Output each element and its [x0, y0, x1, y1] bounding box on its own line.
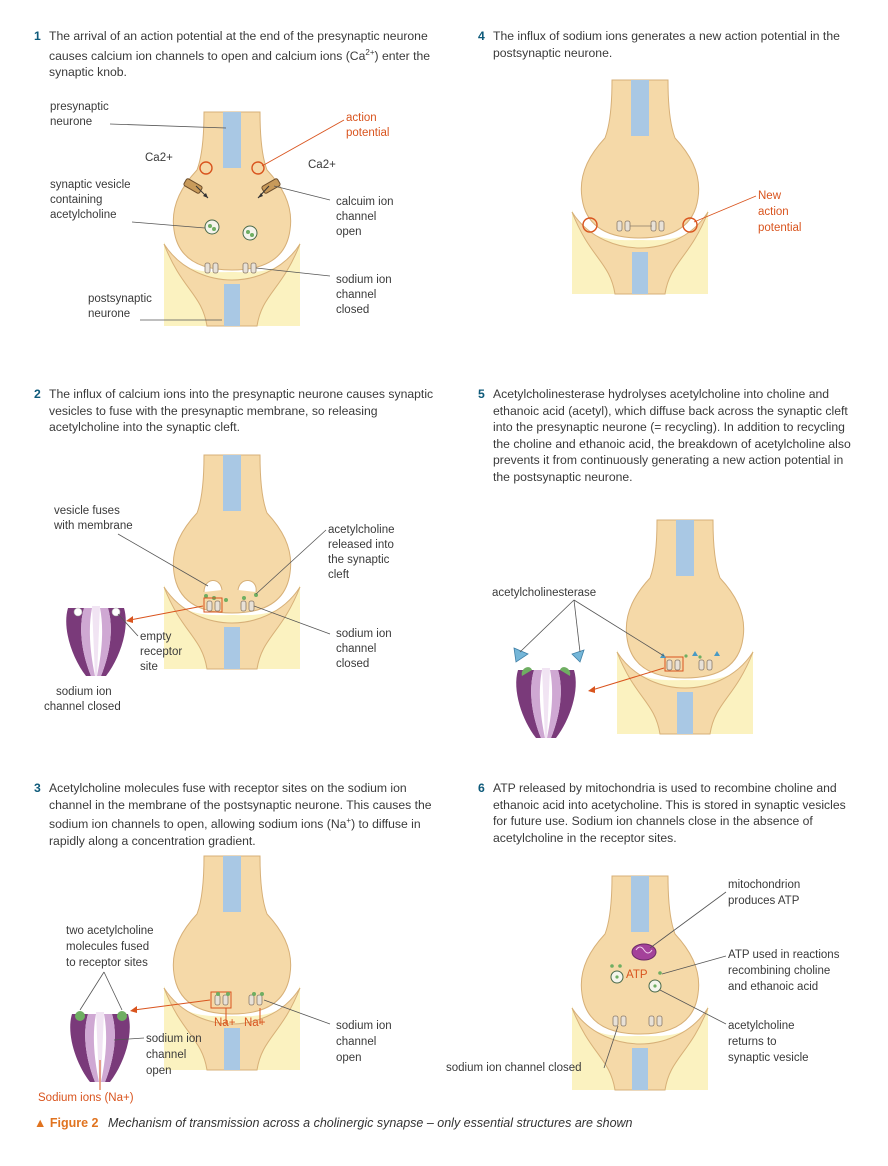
svg-text:sodium ion channel closed: sodium ion channel closed: [446, 1062, 582, 1074]
svg-text:receptor: receptor: [140, 646, 182, 658]
step-2: 2 The influx of calcium ions into the pr…: [34, 386, 434, 436]
svg-text:vesicle fuses: vesicle fuses: [54, 505, 120, 517]
svg-text:New: New: [758, 190, 782, 202]
svg-text:empty: empty: [140, 631, 172, 643]
svg-text:neurone: neurone: [50, 116, 92, 128]
svg-text:Ca2+: Ca2+: [308, 159, 336, 171]
svg-text:synaptic vesicle: synaptic vesicle: [728, 1052, 809, 1064]
figure-number: Figure 2: [49, 1116, 99, 1130]
svg-text:sodium ion: sodium ion: [146, 1033, 202, 1045]
svg-text:cleft: cleft: [328, 569, 350, 581]
svg-text:site: site: [140, 661, 158, 673]
step-number: 1: [34, 29, 41, 43]
svg-text:open: open: [146, 1065, 172, 1077]
svg-text:channel: channel: [336, 1036, 376, 1048]
svg-text:presynaptic: presynaptic: [50, 101, 109, 113]
svg-text:two acetylcholine: two acetylcholine: [66, 925, 154, 937]
svg-text:closed: closed: [336, 658, 369, 670]
panel-2-labels: vesicle fuses with membrane acetylcholin…: [44, 505, 394, 713]
svg-text:acetylcholinesterase: acetylcholinesterase: [492, 587, 596, 599]
svg-text:postsynaptic: postsynaptic: [88, 293, 152, 305]
panel-3-labels: two acetylcholine molecules fused to rec…: [38, 925, 392, 1104]
triangle-icon: ▲: [34, 1116, 47, 1130]
svg-text:with membrane: with membrane: [53, 520, 133, 532]
panel-1-labels: presynaptic neurone action potential Ca2…: [50, 101, 394, 321]
svg-text:mitochondrion: mitochondrion: [728, 879, 800, 891]
svg-text:channel: channel: [336, 643, 376, 655]
step-text: Acetylcholine molecules fuse with recept…: [49, 781, 432, 848]
step-4: 4 The influx of sodium ions generates a …: [478, 28, 858, 61]
step-number: 3: [34, 781, 41, 795]
svg-text:released into: released into: [328, 539, 394, 551]
step-1: 1 The arrival of an action potential at …: [34, 28, 434, 81]
svg-text:calcuim ion: calcuim ion: [336, 196, 394, 208]
svg-text:Na+: Na+: [214, 1017, 236, 1029]
svg-text:Ca2+: Ca2+: [145, 152, 173, 164]
svg-text:ATP: ATP: [626, 969, 648, 981]
step-number: 5: [478, 387, 485, 401]
panel-4-labels: New action potential: [693, 190, 801, 234]
svg-text:potential: potential: [346, 127, 389, 139]
svg-text:channel: channel: [336, 289, 376, 301]
step-6: 6 ATP released by mitochondria is used t…: [478, 780, 858, 846]
svg-text:action: action: [346, 112, 377, 124]
panel-6-labels: mitochondrion produces ATP ATP ATP used …: [446, 879, 840, 1074]
caption-text: Mechanism of transmission across a choli…: [107, 1116, 633, 1130]
svg-text:ATP used in reactions: ATP used in reactions: [728, 949, 840, 961]
svg-text:acetylcholine: acetylcholine: [728, 1020, 794, 1032]
svg-text:Sodium ions (Na+): Sodium ions (Na+): [38, 1092, 134, 1104]
step-text: The arrival of an action potential at th…: [49, 29, 431, 80]
svg-text:recombining choline: recombining choline: [728, 965, 830, 977]
svg-text:sodium ion: sodium ion: [336, 628, 392, 640]
svg-text:acetylcholine: acetylcholine: [328, 524, 394, 536]
svg-text:produces ATP: produces ATP: [728, 895, 800, 907]
svg-text:molecules fused: molecules fused: [66, 941, 149, 953]
step-number: 4: [478, 29, 485, 43]
svg-text:sodium ion: sodium ion: [56, 686, 112, 698]
svg-text:closed: closed: [336, 304, 369, 316]
svg-text:sodium ion: sodium ion: [336, 1020, 392, 1032]
figure-caption: ▲ Figure 2 Mechanism of transmission acr…: [34, 1116, 633, 1130]
svg-text:channel: channel: [146, 1049, 186, 1061]
step-number: 6: [478, 781, 485, 795]
svg-text:Na+: Na+: [244, 1017, 266, 1029]
svg-text:acetylcholine: acetylcholine: [50, 209, 116, 221]
svg-text:neurone: neurone: [88, 308, 130, 320]
step-text: The influx of calcium ions into the pres…: [49, 387, 434, 434]
svg-text:open: open: [336, 226, 362, 238]
svg-text:channel: channel: [336, 211, 376, 223]
panel-5-labels: acetylcholinesterase: [492, 587, 665, 657]
svg-text:open: open: [336, 1052, 362, 1064]
step-number: 2: [34, 387, 41, 401]
svg-text:and ethanoic acid: and ethanoic acid: [728, 981, 818, 993]
svg-text:sodium ion: sodium ion: [336, 274, 392, 286]
svg-text:action: action: [758, 206, 789, 218]
svg-text:channel closed: channel closed: [44, 701, 121, 713]
svg-text:to receptor sites: to receptor sites: [66, 957, 148, 969]
svg-text:synaptic vesicle: synaptic vesicle: [50, 179, 131, 191]
step-text: The influx of sodium ions generates a ne…: [493, 29, 840, 60]
svg-text:the synaptic: the synaptic: [328, 554, 390, 566]
step-text: ATP released by mitochondria is used to …: [493, 781, 846, 845]
step-text: Acetylcholinesterase hydrolyses acetylch…: [493, 387, 851, 484]
svg-text:potential: potential: [758, 222, 801, 234]
svg-text:returns to: returns to: [728, 1036, 777, 1048]
step-5: 5 Acetylcholinesterase hydrolyses acetyl…: [478, 386, 858, 485]
step-3: 3 Acetylcholine molecules fuse with rece…: [34, 780, 434, 849]
svg-text:containing: containing: [50, 194, 102, 206]
